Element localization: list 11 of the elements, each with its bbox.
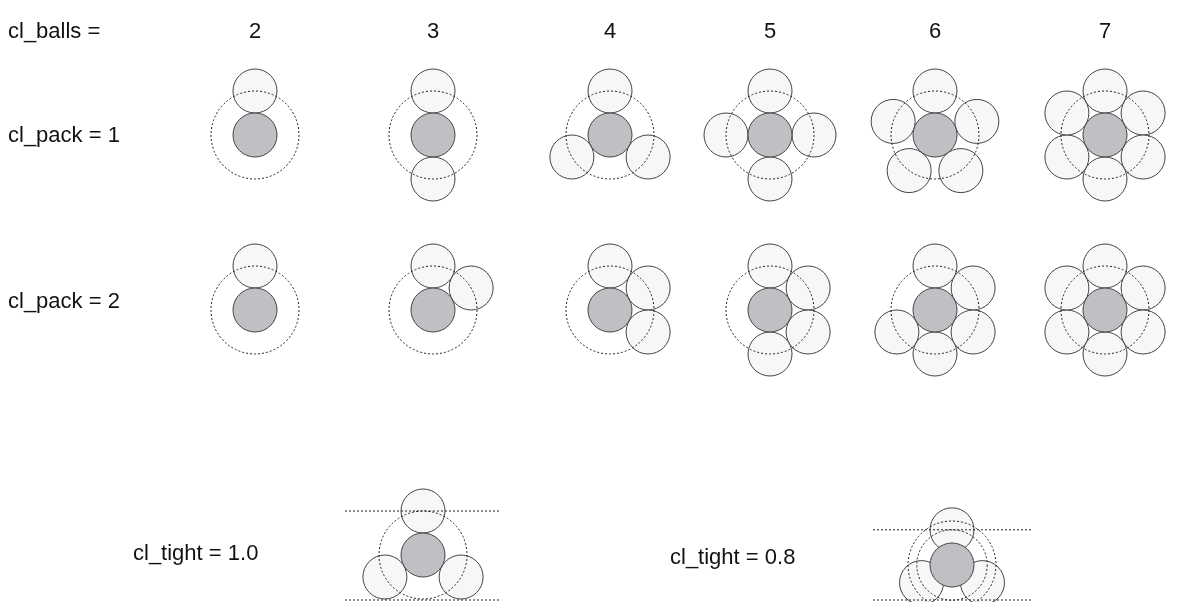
parameter-label: cl_balls =	[8, 20, 101, 42]
column-value: 5	[763, 20, 777, 42]
column-value: 7	[1098, 20, 1112, 42]
parameter-label: cl_pack = 2	[8, 290, 120, 312]
column-value: 3	[426, 20, 440, 42]
parameter-label: cl_tight = 1.0	[133, 542, 259, 564]
parameter-label: cl_pack = 1	[8, 124, 120, 146]
column-value: 4	[603, 20, 617, 42]
column-value: 6	[928, 20, 942, 42]
parameter-label: cl_tight = 0.8	[670, 546, 796, 568]
column-value: 2	[248, 20, 262, 42]
